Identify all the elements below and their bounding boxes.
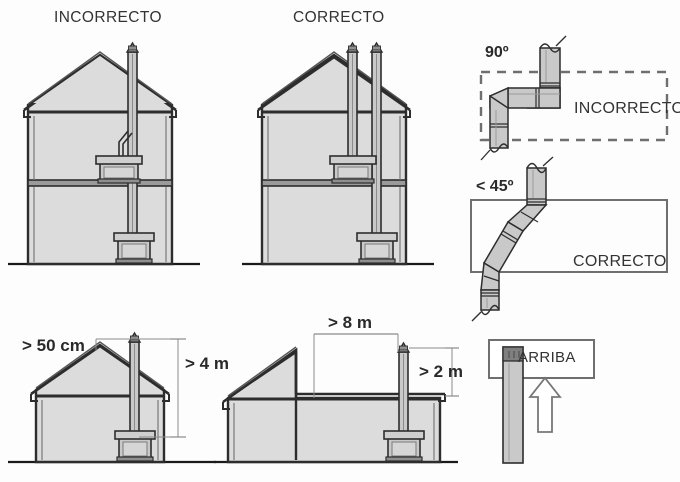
label-roof-clearance: > 50 cm bbox=[22, 336, 85, 355]
chimney-cap bbox=[125, 41, 140, 53]
panel-solid-border bbox=[470, 199, 668, 273]
pipe-horizontal-run bbox=[507, 87, 561, 109]
flue-pipe bbox=[127, 331, 142, 460]
label-total-height: > 4 m bbox=[185, 354, 229, 373]
panel-elbow-45 bbox=[470, 156, 668, 322]
pipe-vertical-arriba bbox=[502, 346, 524, 464]
pipe-diagonal-run bbox=[482, 220, 525, 274]
stove bbox=[114, 430, 156, 462]
flue-pipe-lower bbox=[369, 41, 384, 261]
house-dim-right bbox=[214, 333, 459, 464]
stove-upper bbox=[329, 155, 377, 184]
flue-pipe-upper bbox=[345, 41, 360, 171]
stove-lower bbox=[356, 232, 398, 264]
stove-upper bbox=[95, 130, 143, 184]
dimension-horizontal-run bbox=[313, 333, 399, 398]
pipe-top-stub-45 bbox=[526, 156, 554, 206]
stove bbox=[383, 430, 425, 462]
stove-lower bbox=[113, 232, 155, 264]
elbow-45-lower bbox=[480, 261, 500, 291]
pipe-bottom-stub bbox=[480, 94, 509, 161]
heading-correcto: CORRECTO bbox=[293, 9, 385, 26]
dimension-total-height bbox=[139, 338, 186, 438]
label-arriba: ARRIBA bbox=[518, 349, 576, 366]
label-elbow-45-verdict: CORRECTO bbox=[573, 253, 667, 270]
label-elbow-90-verdict: INCORRECTO bbox=[574, 100, 680, 117]
dimension-ridge-clearance bbox=[409, 347, 459, 397]
label-angle-45: < 45º bbox=[476, 178, 514, 195]
up-arrow-icon bbox=[528, 376, 562, 433]
pipe-top-stub bbox=[539, 35, 567, 89]
house-correct bbox=[242, 41, 434, 266]
heading-incorrecto: INCORRECTO bbox=[54, 9, 162, 26]
pipe-bottom-stub-45 bbox=[471, 289, 500, 322]
panel-elbow-90 bbox=[479, 35, 669, 161]
house-incorrect bbox=[8, 41, 200, 266]
label-horizontal-run: > 8 m bbox=[328, 313, 372, 332]
panel-arriba bbox=[488, 339, 595, 464]
label-angle-90: 90º bbox=[485, 44, 509, 61]
label-ridge-clearance: > 2 m bbox=[419, 362, 463, 381]
house-dim-left bbox=[8, 331, 216, 464]
